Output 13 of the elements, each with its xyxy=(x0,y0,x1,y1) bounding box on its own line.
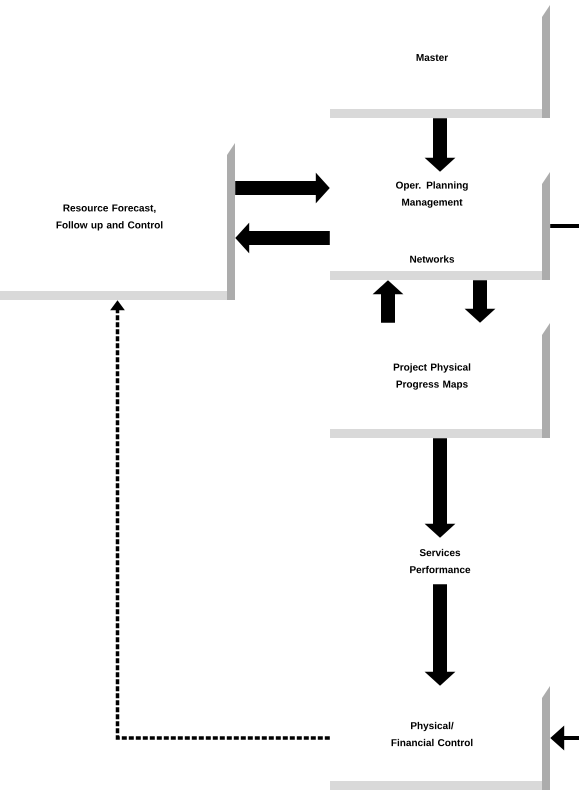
node-label: Networks xyxy=(410,255,454,263)
process-box: Oper. Planning Management Networks xyxy=(330,172,550,280)
node-label: Master xyxy=(416,54,448,61)
process-box: Project Physical Progress Maps xyxy=(330,323,550,438)
node-label: Project Physical Progress Maps xyxy=(394,363,470,390)
node-label: Resource Forecast, Follow up and Control xyxy=(56,204,162,230)
connector-line xyxy=(550,224,579,228)
process-box: Master xyxy=(330,5,550,118)
process-box: Physical/ Financial Control xyxy=(330,686,550,790)
process-label: Services Performance xyxy=(410,548,470,574)
process-box: Resource Forecast, Follow up and Control xyxy=(0,143,235,300)
node-label: Physical/ Financial Control xyxy=(392,722,472,746)
node-label: Oper. Planning Management xyxy=(396,181,468,208)
